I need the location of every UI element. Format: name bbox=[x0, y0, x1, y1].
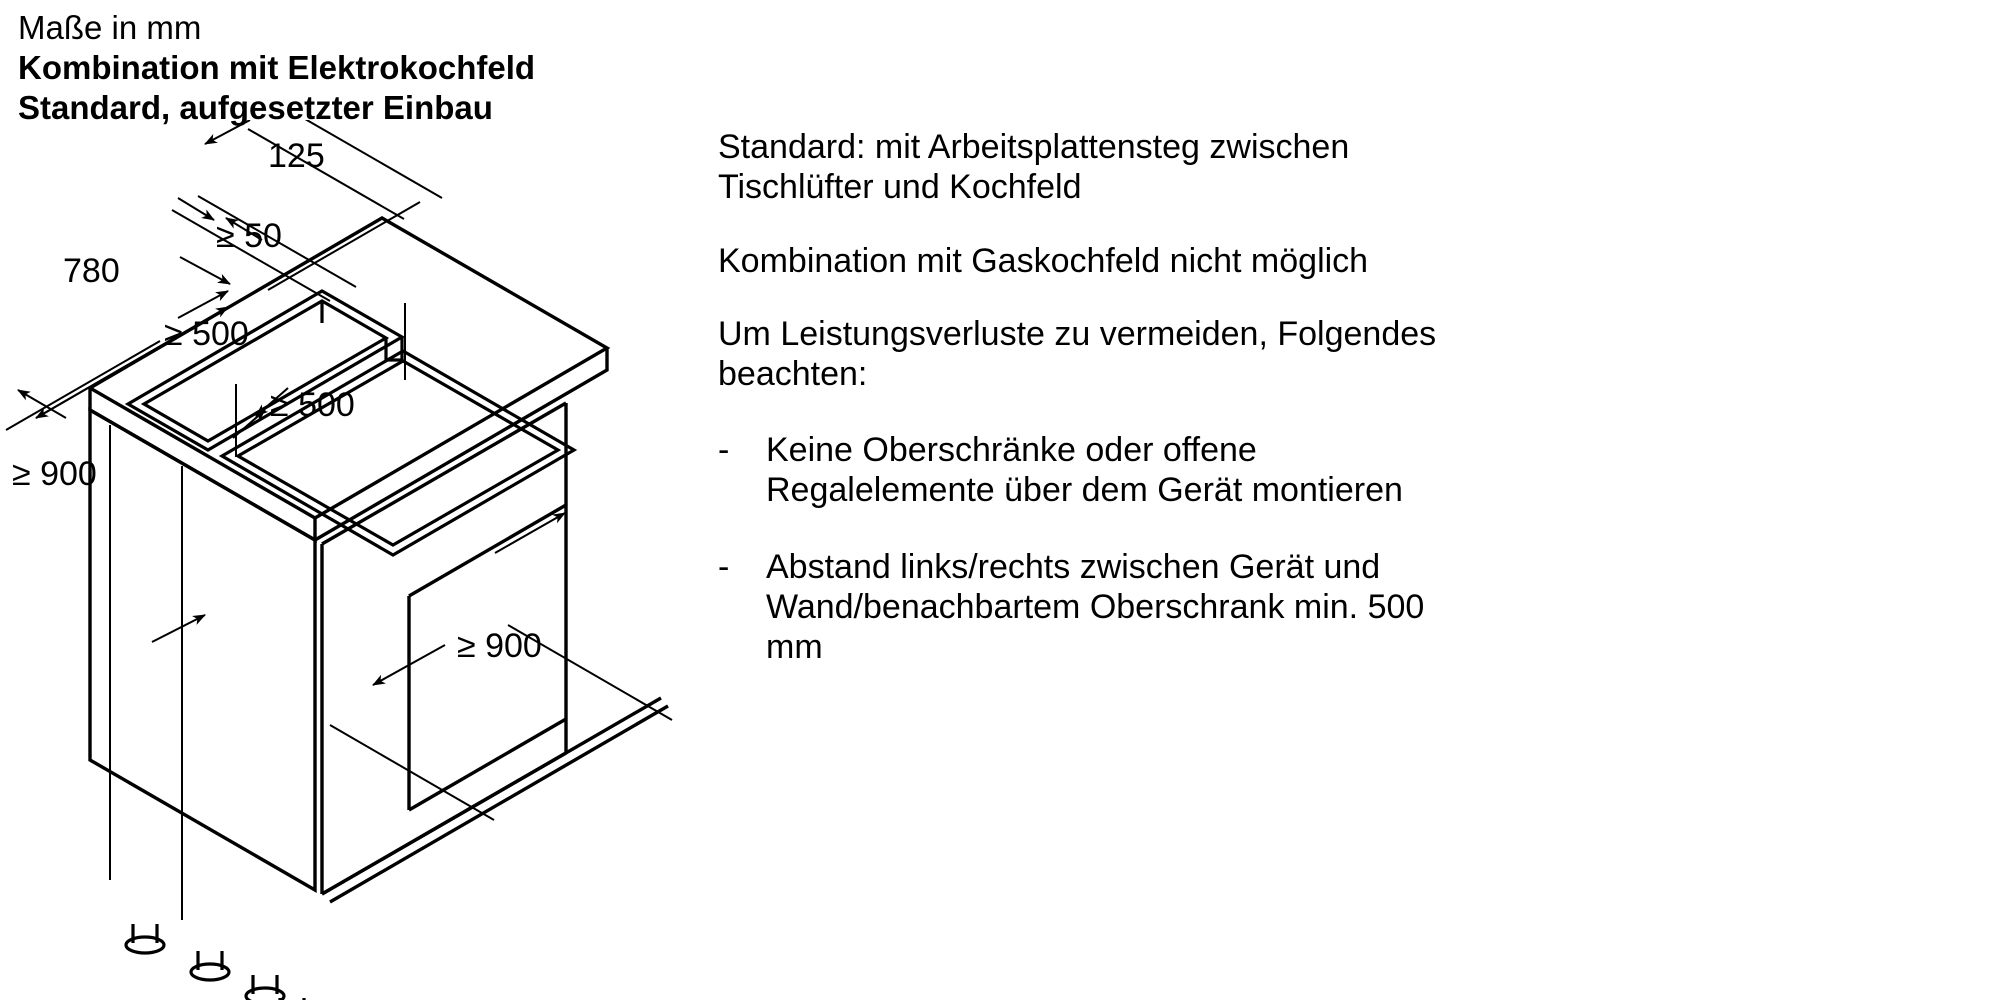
dimension-label-780: 780 bbox=[63, 252, 120, 290]
ext-50-lower bbox=[197, 195, 357, 288]
ext-900d-upper bbox=[507, 624, 673, 721]
hob-cutout-inner bbox=[234, 359, 562, 547]
dimension-label-125: 125 bbox=[268, 137, 325, 175]
isometric-drawing-svg: 780 125 ≥ 50 ≥ 500 bbox=[5, 120, 673, 1000]
ext-125-right bbox=[304, 120, 443, 199]
bullet-dash-icon: - bbox=[718, 430, 730, 469]
note-3-line-1: Um Leistungsverluste zu vermeiden, Folge… bbox=[718, 315, 1437, 354]
note-paragraph-1: Standard: mit Arbeitsplattensteg zwische… bbox=[718, 128, 1988, 208]
note-1-line-2: Tischlüfter und Kochfeld bbox=[718, 167, 1082, 206]
dimension-500-upper bbox=[177, 256, 406, 380]
foot-2 bbox=[189, 951, 231, 982]
requirements-list: - Keine Oberschränke oder offene Regalel… bbox=[718, 431, 1988, 668]
list-item: - Abstand links/rechts zwischen Gerät un… bbox=[718, 548, 1988, 667]
bullet-2-line-2: Wand/benachbartem Oberschrank min. 500 bbox=[766, 588, 1425, 627]
note-2-line-1: Kombination mit Gaskochfeld nicht möglic… bbox=[718, 241, 1369, 280]
dimension-label-900-height: ≥ 900 bbox=[12, 455, 97, 493]
dimline-900h-upper bbox=[17, 389, 67, 419]
ext-780-lower bbox=[5, 340, 161, 431]
note-paragraph-3: Um Leistungsverluste zu vermeiden, Folge… bbox=[718, 315, 1988, 395]
dimline-50-b bbox=[225, 217, 263, 241]
list-item-text: Abstand links/rechts zwischen Gerät und … bbox=[766, 548, 1988, 667]
hob-cutout-outer bbox=[218, 349, 578, 557]
dimension-900-height bbox=[17, 389, 206, 920]
cabinet-left-panel bbox=[88, 407, 317, 893]
bullet-1-line-2: Regalelemente über dem Gerät montieren bbox=[766, 470, 1403, 509]
slot-end-wall bbox=[384, 337, 404, 362]
page-title-line-1: Kombination mit Elektrokochfeld bbox=[18, 48, 536, 86]
dimline-900d-b bbox=[494, 512, 566, 554]
ext-900d-lower bbox=[329, 724, 495, 821]
dimline-900h-lower bbox=[151, 614, 206, 643]
dimension-label-500-lower: ≥ 500 bbox=[270, 386, 355, 424]
ext-780-upper bbox=[267, 201, 421, 291]
plinth-front-line bbox=[321, 696, 662, 896]
note-3-line-2: beachten: bbox=[718, 355, 868, 394]
cabinet-inner-bottom bbox=[408, 717, 567, 812]
dimline-900d-a bbox=[372, 644, 446, 686]
page-title-line-2: Standard, aufgesetzter Einbau bbox=[18, 88, 493, 126]
dimension-label-500-upper: ≥ 500 bbox=[164, 315, 249, 353]
foot-3 bbox=[244, 975, 286, 1000]
bullet-2-line-1: Abstand links/rechts zwischen Gerät und bbox=[766, 548, 1381, 587]
ext-125-left bbox=[247, 128, 405, 220]
dimline-125-arrow bbox=[204, 120, 251, 145]
dimension-label-900-depth: ≥ 900 bbox=[457, 627, 542, 665]
bullet-1-line-1: Keine Oberschränke oder offene bbox=[766, 430, 1257, 469]
dimension-label-50: ≥ 50 bbox=[216, 217, 282, 255]
dimension-500-lower bbox=[232, 384, 289, 457]
dimension-125 bbox=[204, 120, 443, 220]
ext-50-upper bbox=[171, 209, 331, 302]
dimension-780 bbox=[5, 201, 421, 431]
dimline-500l-b bbox=[255, 387, 289, 417]
heading-block: Maße in mm Kombination mit Elektrokochfe… bbox=[18, 8, 918, 128]
bullet-2-line-3: mm bbox=[766, 627, 823, 666]
list-item: - Keine Oberschränke oder offene Regalel… bbox=[718, 431, 1988, 511]
cabinet-feet bbox=[124, 924, 306, 1000]
note-1-line-1: Standard: mit Arbeitsplattensteg zwische… bbox=[718, 128, 1350, 166]
foot-1 bbox=[124, 924, 166, 955]
dimension-900-depth bbox=[329, 512, 673, 821]
cabinet-inner-top bbox=[408, 503, 567, 598]
worktop-front-right-edge bbox=[314, 348, 609, 542]
notes-column: Standard: mit Arbeitsplattensteg zwische… bbox=[718, 128, 1988, 706]
dimline-500u-b bbox=[177, 290, 229, 319]
dimline-500u-a bbox=[179, 256, 231, 285]
plinth-front-line-2 bbox=[329, 704, 669, 904]
dimension-50 bbox=[171, 195, 357, 302]
dimline-780-lower bbox=[35, 306, 229, 419]
worktop-body bbox=[86, 216, 611, 543]
note-paragraph-2: Kombination mit Gaskochfeld nicht möglic… bbox=[718, 242, 1988, 282]
cabinet-carcass bbox=[88, 401, 669, 904]
dimline-50-a bbox=[177, 197, 215, 221]
technical-drawing: 780 125 ≥ 50 ≥ 500 bbox=[0, 120, 700, 1000]
units-note: Maße in mm bbox=[18, 9, 202, 46]
bullet-dash-icon: - bbox=[718, 548, 730, 587]
cabinet-right-top-edge bbox=[321, 401, 567, 546]
list-item-text: Keine Oberschränke oder offene Regalelem… bbox=[766, 431, 1988, 511]
worktop-cutouts bbox=[124, 289, 578, 557]
